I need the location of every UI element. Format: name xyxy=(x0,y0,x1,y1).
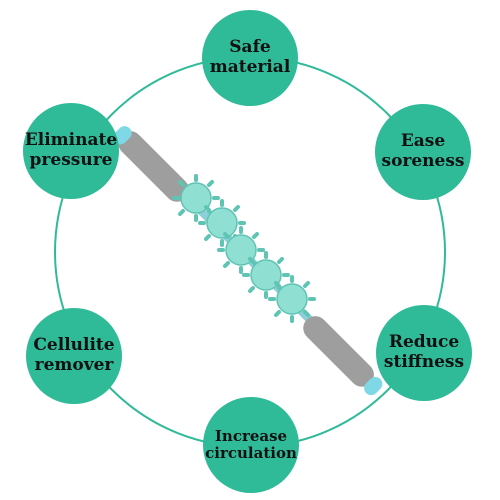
feature-badge-increase-circulation: Increase circulation xyxy=(203,397,299,493)
spiky-ball-2 xyxy=(198,199,246,247)
feature-label: Cellulite remover xyxy=(33,335,115,375)
feature-label: Safe material xyxy=(209,37,291,77)
feature-badge-eliminate-pressure: Eliminate pressure xyxy=(23,103,119,199)
right-handle xyxy=(303,316,383,396)
feature-label: Increase circulation xyxy=(205,426,297,462)
spiky-ball-3 xyxy=(217,226,265,274)
feature-label: Eliminate pressure xyxy=(24,130,118,170)
spiky-balls xyxy=(172,174,316,323)
spiky-ball-5 xyxy=(268,275,316,323)
feature-label: Ease soreness xyxy=(381,131,465,171)
feature-badge-ease-soreness: Ease soreness xyxy=(375,104,471,200)
feature-badge-reduce-stiffness: Reduce stiffness xyxy=(376,305,472,401)
feature-label: Reduce stiffness xyxy=(383,332,465,372)
feature-badge-cellulite-remover: Cellulite remover xyxy=(26,308,122,404)
spiky-ball-1 xyxy=(172,174,220,222)
feature-badge-safe-material: Safe material xyxy=(202,10,298,106)
